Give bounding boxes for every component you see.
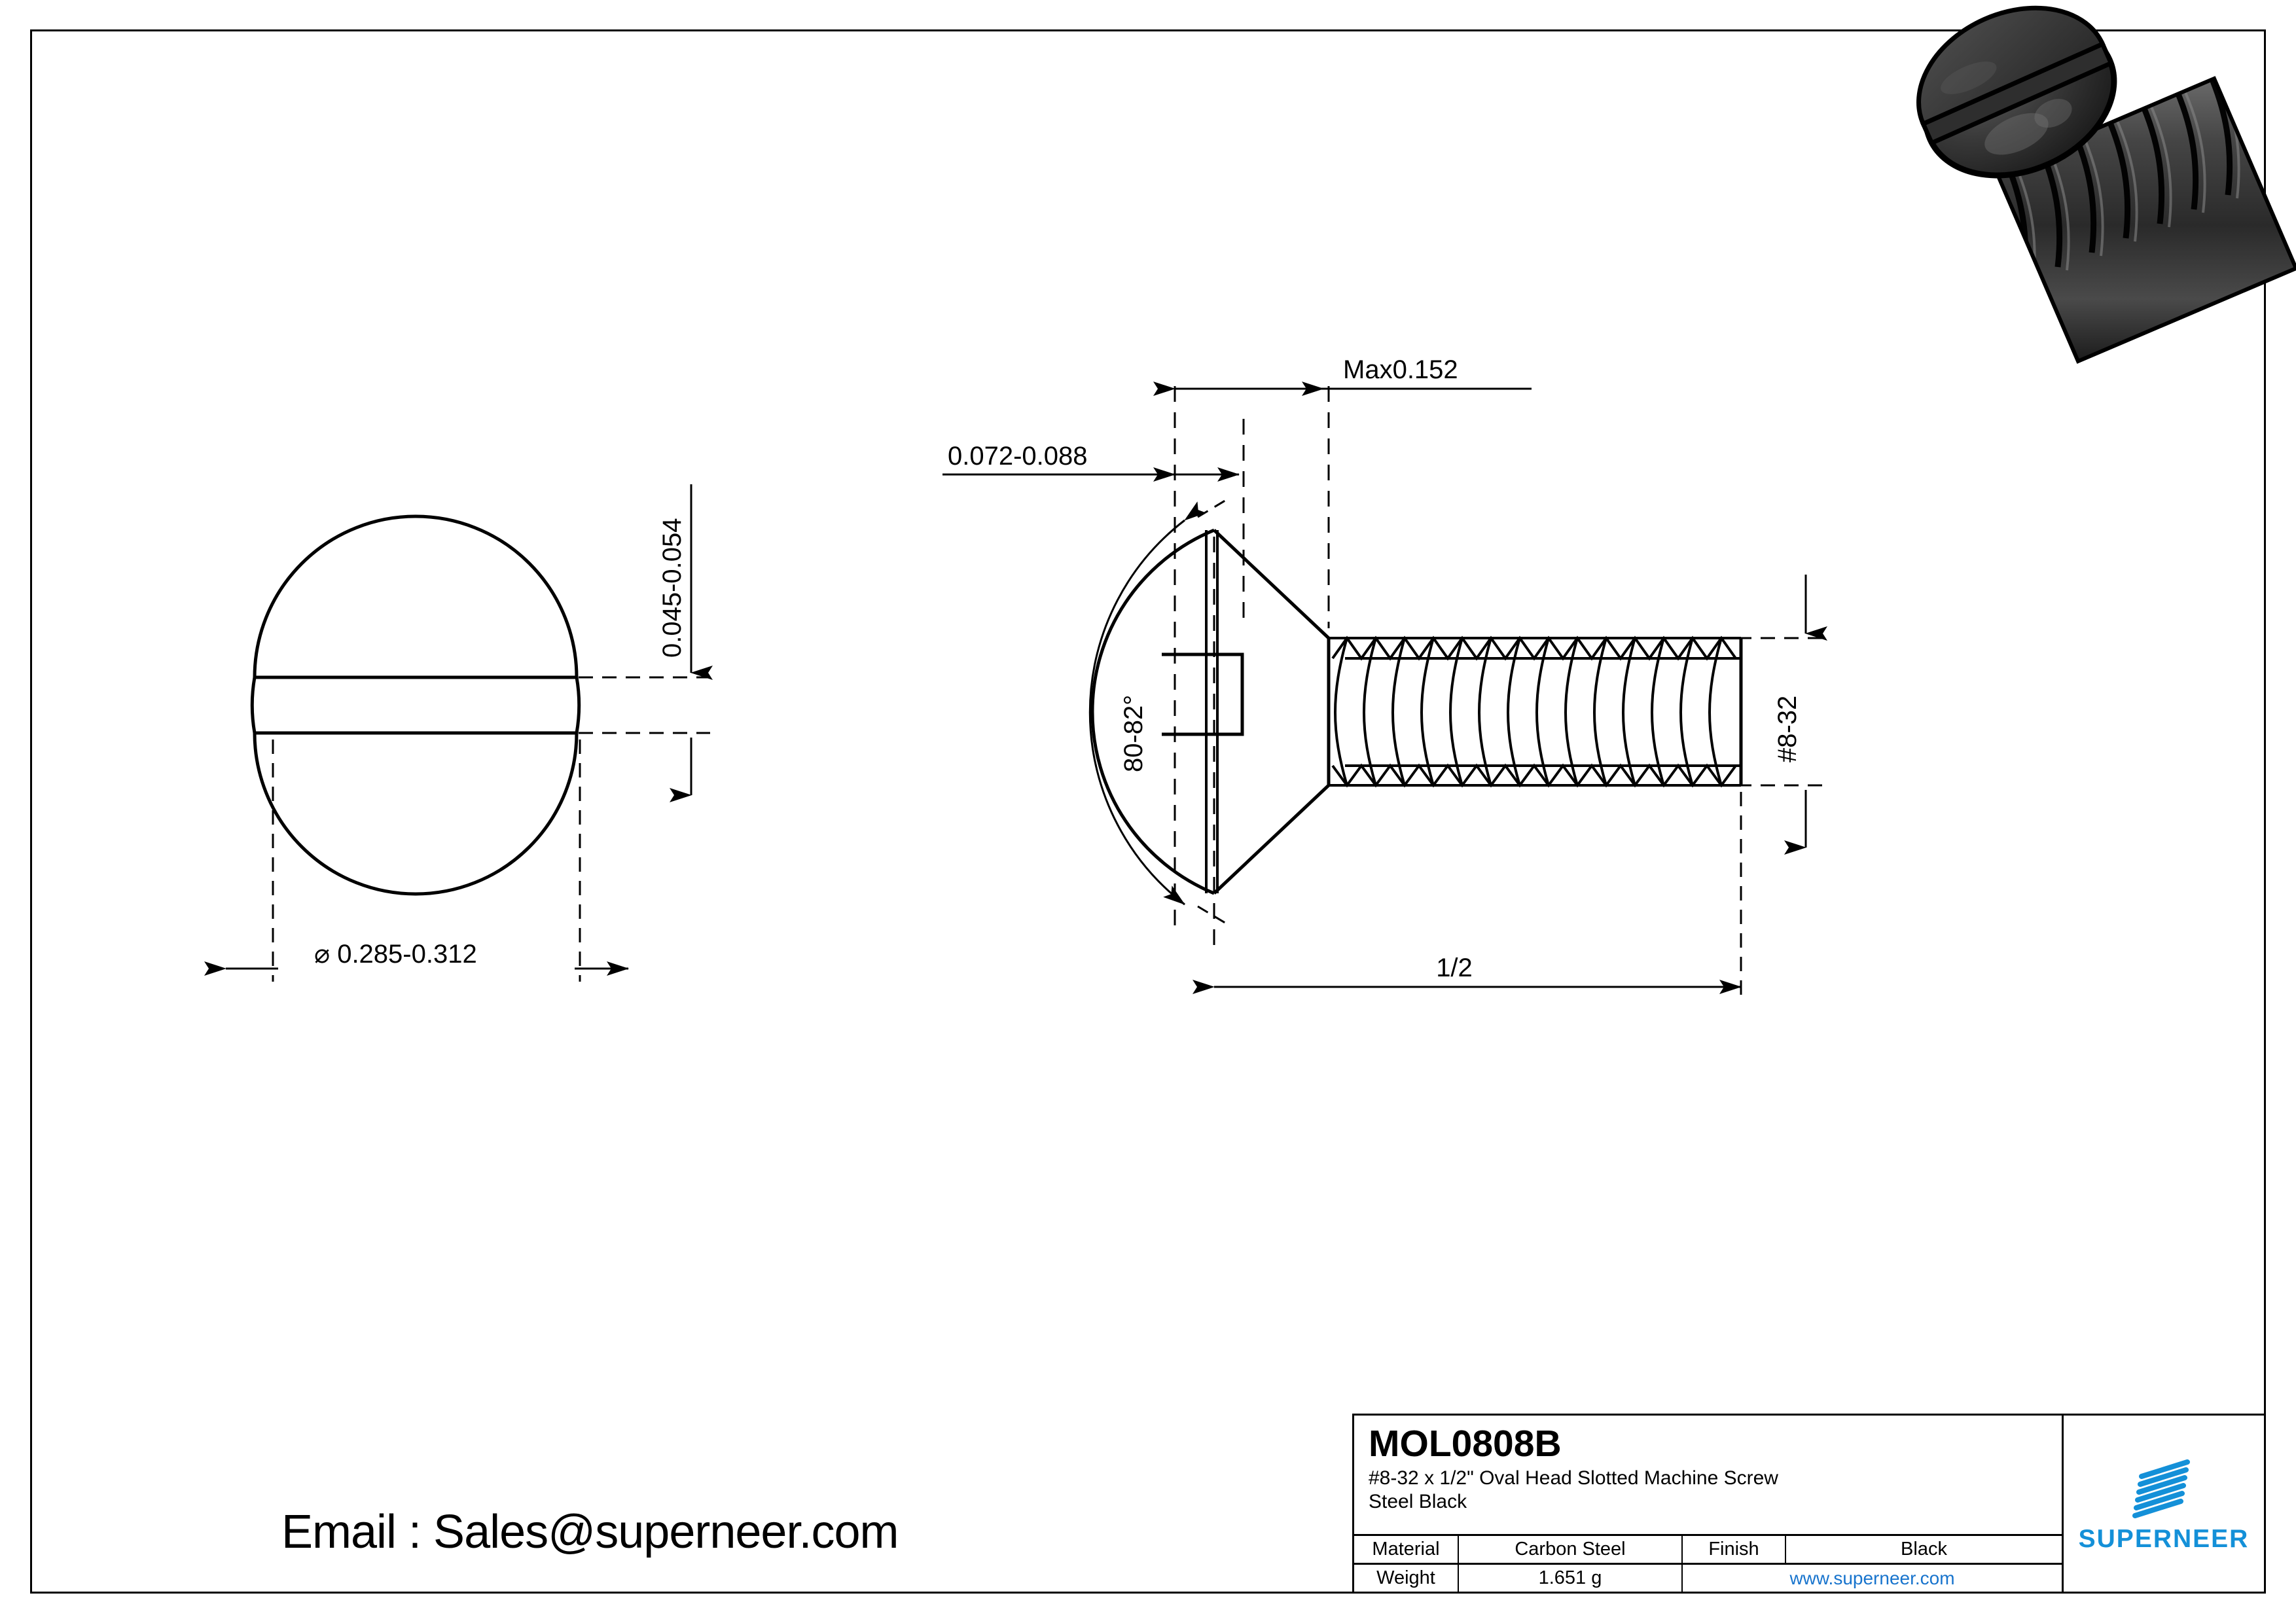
dim-diameter [204,740,629,982]
dim-length [1193,792,1742,1001]
material-value: Carbon Steel [1459,1536,1683,1563]
website-link[interactable]: www.superneer.com [1789,1567,1955,1588]
end-view-geometry [250,514,581,896]
email-line: Email : Sales@superneer.com [281,1506,899,1558]
side-view-datums [1174,386,1330,952]
part-code: MOL0808B [1369,1423,1562,1465]
dim-head-angle [1088,496,1231,927]
dim-thread [1737,575,1827,855]
part-description-line2: Steel Black [1369,1490,1467,1512]
dim-diameter-label: ⌀ 0.285-0.312 [314,940,477,969]
part-description: #8-32 x 1/2" Oval Head Slotted Machine S… [1369,1467,2062,1513]
finish-label: Finish [1683,1536,1786,1563]
dim-slot-width [579,484,713,802]
dim-head-angle-label: 80-82° [1119,695,1148,772]
material-row: Material Carbon Steel Finish Black [1354,1534,2062,1563]
3d-screw-render [1916,5,2296,364]
weight-value: 1.651 g [1459,1565,1683,1592]
superneer-logo-icon [2132,1459,2190,1518]
part-description-line1: #8-32 x 1/2" Oval Head Slotted Machine S… [1369,1467,1778,1489]
weight-label: Weight [1354,1565,1459,1592]
brand-logo: SUPERNEER [2064,1416,2264,1592]
weight-row: Weight 1.651 g www.superneer.com [1354,1563,2062,1592]
brand-wordmark: SUPERNEER [2078,1524,2250,1553]
material-label: Material [1354,1536,1459,1563]
dim-length-label: 1/2 [1436,954,1473,982]
dim-slot-width-label: 0.045-0.054 [658,518,687,658]
dim-thread-label: #8-32 [1773,696,1802,762]
title-block-left: MOL0808B #8-32 x 1/2" Oval Head Slotted … [1354,1416,2064,1592]
dim-slot-depth-label: 0.072-0.088 [948,442,1088,471]
dim-head-height-label: Max0.152 [1343,355,1458,384]
side-view-thread-teeth [1331,635,1737,788]
finish-value: Black [1901,1539,1947,1560]
title-block-description: MOL0808B #8-32 x 1/2" Oval Head Slotted … [1354,1416,2062,1534]
title-block: MOL0808B #8-32 x 1/2" Oval Head Slotted … [1352,1414,2266,1594]
drawing-frame-border [30,29,2266,1594]
